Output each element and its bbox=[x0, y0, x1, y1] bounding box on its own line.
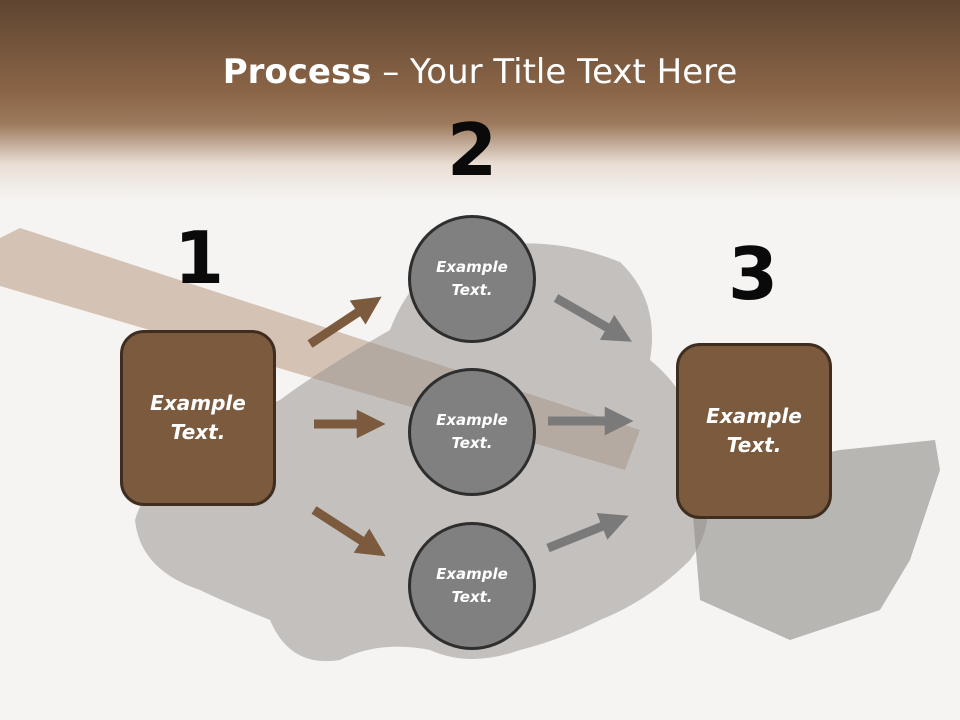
arrow-top-to-3 bbox=[553, 294, 632, 342]
circle-bottom: Example Text. bbox=[408, 522, 536, 650]
slide-title: Process – Your Title Text Here bbox=[0, 52, 960, 92]
step-1-text: Example Text. bbox=[150, 391, 246, 444]
arrow-1-to-bottom bbox=[311, 506, 386, 557]
header-band bbox=[0, 0, 960, 200]
step-3-box: Example Text. bbox=[676, 343, 832, 519]
step-3-text: Example Text. bbox=[706, 404, 802, 457]
circle-top: Example Text. bbox=[408, 215, 536, 343]
circle-middle-text: Example Text. bbox=[436, 411, 508, 452]
circle-middle: Example Text. bbox=[408, 368, 536, 496]
step-1-box: Example Text. bbox=[120, 330, 276, 506]
step-number-1: 1 bbox=[173, 216, 225, 300]
circle-top-text: Example Text. bbox=[436, 258, 508, 299]
title-rest: – Your Title Text Here bbox=[371, 52, 738, 92]
circle-bottom-text: Example Text. bbox=[436, 565, 508, 606]
title-bold: Process bbox=[222, 52, 372, 92]
arrow-1-to-top bbox=[307, 296, 382, 348]
step-number-2: 2 bbox=[446, 108, 498, 192]
arrow-bottom-to-3 bbox=[546, 513, 629, 553]
step-number-3: 3 bbox=[727, 232, 779, 316]
